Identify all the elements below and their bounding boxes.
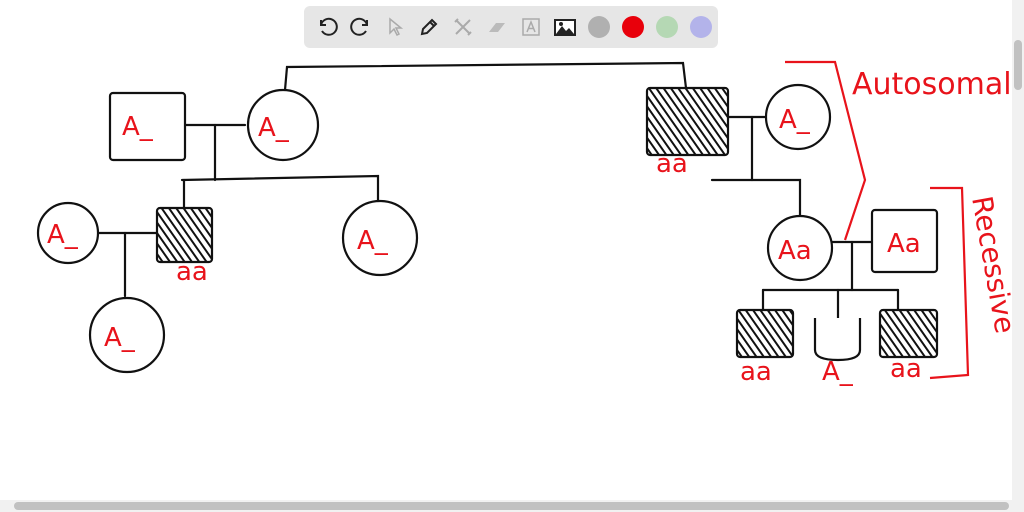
annotation-brackets xyxy=(785,60,970,380)
child-affected xyxy=(878,308,939,359)
tools-icon xyxy=(454,18,472,36)
pen-icon xyxy=(420,18,438,36)
pen-tool[interactable] xyxy=(412,10,446,44)
redo-button[interactable] xyxy=(344,10,378,44)
select-tool[interactable] xyxy=(378,10,412,44)
genotype-label: A_ xyxy=(822,357,854,387)
horizontal-scroll-thumb[interactable] xyxy=(14,502,1009,510)
genotype-label: A_ xyxy=(779,105,811,135)
color-red[interactable] xyxy=(616,10,650,44)
female-unaffected xyxy=(764,83,832,151)
child-affected xyxy=(735,308,795,359)
text-tool[interactable] xyxy=(514,10,548,44)
color-purple[interactable] xyxy=(684,10,718,44)
image-tool[interactable] xyxy=(548,10,582,44)
color-gray[interactable] xyxy=(582,10,616,44)
genotype-labels: A_ A_ A_ aa A_ A_ aa A_ Aa Aa aa A_ aa xyxy=(47,105,922,387)
genotype-label: aa xyxy=(890,354,922,384)
genotype-label: A_ xyxy=(104,323,136,353)
female-carrier xyxy=(766,214,834,282)
autosomal-annotation: Autosomal xyxy=(852,67,1012,102)
genotype-label: aa xyxy=(740,357,772,387)
female-unaffected xyxy=(36,201,100,265)
red-swatch-icon xyxy=(622,16,644,38)
purple-swatch-icon xyxy=(690,16,712,38)
color-green[interactable] xyxy=(650,10,684,44)
select-icon xyxy=(389,17,404,37)
pedigree-symbols xyxy=(36,83,939,374)
eraser-tool[interactable] xyxy=(480,10,514,44)
child-unaffected xyxy=(88,296,166,374)
female-unaffected xyxy=(246,88,320,162)
genotype-label: A_ xyxy=(357,226,389,256)
green-swatch-icon xyxy=(656,16,678,38)
genotype-label: A_ xyxy=(122,112,154,142)
vertical-scrollbar[interactable] xyxy=(1012,0,1024,500)
text-icon xyxy=(522,18,540,36)
eraser-icon xyxy=(489,23,505,32)
female-unaffected xyxy=(341,199,419,277)
child-unaffected xyxy=(813,318,862,362)
undo-button[interactable] xyxy=(310,10,344,44)
redo-icon xyxy=(350,17,368,36)
genotype-label: A_ xyxy=(258,113,290,143)
genotype-label: aa xyxy=(176,257,208,287)
genotype-label: A_ xyxy=(47,220,79,250)
image-icon xyxy=(554,19,576,36)
vertical-scroll-thumb[interactable] xyxy=(1014,40,1022,90)
male-unaffected xyxy=(108,91,187,162)
tools-button[interactable] xyxy=(446,10,480,44)
pedigree-lines xyxy=(96,61,900,320)
male-affected xyxy=(645,86,730,157)
undo-icon xyxy=(320,17,338,36)
horizontal-scrollbar[interactable] xyxy=(0,500,1024,512)
male-carrier xyxy=(870,208,939,274)
male-affected xyxy=(155,206,214,264)
genotype-label: Aa xyxy=(887,229,921,259)
genotype-label: Aa xyxy=(778,236,812,266)
genotype-label: aa xyxy=(656,149,688,179)
drawing-toolbar xyxy=(304,6,718,48)
gray-swatch-icon xyxy=(588,16,610,38)
